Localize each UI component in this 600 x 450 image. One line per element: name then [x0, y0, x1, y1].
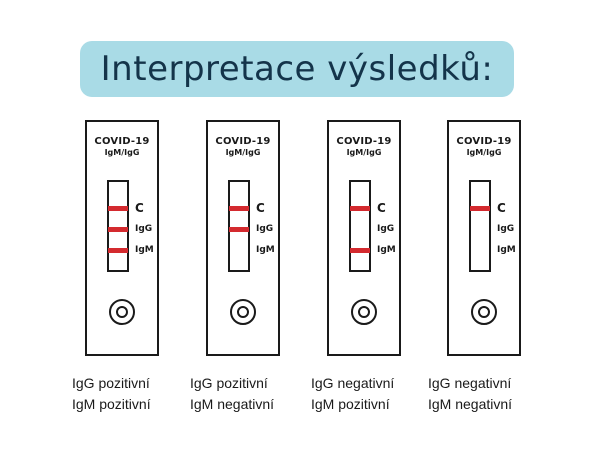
caption-igm: IgM pozitivní	[311, 396, 390, 412]
igg-band	[229, 227, 249, 232]
sample-well-inner	[237, 306, 249, 318]
caption-igm: IgM pozitivní	[72, 396, 151, 412]
caption-igg: IgG negativní	[311, 375, 395, 391]
igm-line-label: IgM	[377, 245, 396, 255]
sample-well-inner	[116, 306, 128, 318]
igm-line-label: IgM	[256, 245, 275, 255]
control-band	[229, 206, 249, 211]
igm-line-label: IgM	[135, 245, 154, 255]
cassette-brand: COVID-19	[456, 136, 512, 147]
control-line-label: C	[377, 201, 386, 215]
cassette-brand: COVID-19	[215, 136, 271, 147]
caption-igg: IgG pozitivní	[190, 375, 268, 391]
result-window	[349, 180, 371, 272]
test-cassette-1: COVID-19 IgM/IgG C IgG IgM	[85, 120, 159, 356]
cassette-model: IgM/IgG	[104, 148, 140, 157]
sample-well-inner	[358, 306, 370, 318]
igm-band	[108, 248, 128, 253]
control-band	[108, 206, 128, 211]
control-line-label: C	[135, 201, 144, 215]
igg-line-label: IgG	[135, 224, 153, 234]
caption-igg: IgG pozitivní	[72, 375, 150, 391]
test-cassette-4: COVID-19 IgM/IgG C IgG IgM	[447, 120, 521, 356]
result-caption-1: IgG pozitivní IgM pozitivní	[72, 373, 151, 415]
cassette-model: IgM/IgG	[466, 148, 502, 157]
sample-well	[351, 299, 377, 325]
caption-igg: IgG negativní	[428, 375, 512, 391]
result-caption-3: IgG negativní IgM pozitivní	[311, 373, 394, 415]
result-caption-2: IgG pozitivní IgM negativní	[190, 373, 274, 415]
igg-line-label: IgG	[256, 224, 274, 234]
igm-band	[350, 248, 370, 253]
test-cassette-3: COVID-19 IgM/IgG C IgG IgM	[327, 120, 401, 356]
control-band	[470, 206, 490, 211]
control-line-label: C	[497, 201, 506, 215]
igg-line-label: IgG	[377, 224, 395, 234]
igg-line-label: IgG	[497, 224, 515, 234]
igm-line-label: IgM	[497, 245, 516, 255]
test-cassette-2: COVID-19 IgM/IgG C IgG IgM	[206, 120, 280, 356]
cassette-brand: COVID-19	[336, 136, 392, 147]
result-window	[469, 180, 491, 272]
result-window	[228, 180, 250, 272]
control-line-label: C	[256, 201, 265, 215]
control-band	[350, 206, 370, 211]
cassette-model: IgM/IgG	[346, 148, 382, 157]
igg-band	[108, 227, 128, 232]
result-caption-4: IgG negativní IgM negativní	[428, 373, 512, 415]
caption-igm: IgM negativní	[428, 396, 513, 412]
sample-well-inner	[478, 306, 490, 318]
title-banner: Interpretace výsledků:	[80, 41, 514, 97]
sample-well	[230, 299, 256, 325]
sample-well	[471, 299, 497, 325]
page-title: Interpretace výsledků:	[100, 49, 494, 89]
cassette-brand: COVID-19	[94, 136, 150, 147]
result-window	[107, 180, 129, 272]
caption-igm: IgM negativní	[190, 396, 275, 412]
sample-well	[109, 299, 135, 325]
cassette-model: IgM/IgG	[225, 148, 261, 157]
